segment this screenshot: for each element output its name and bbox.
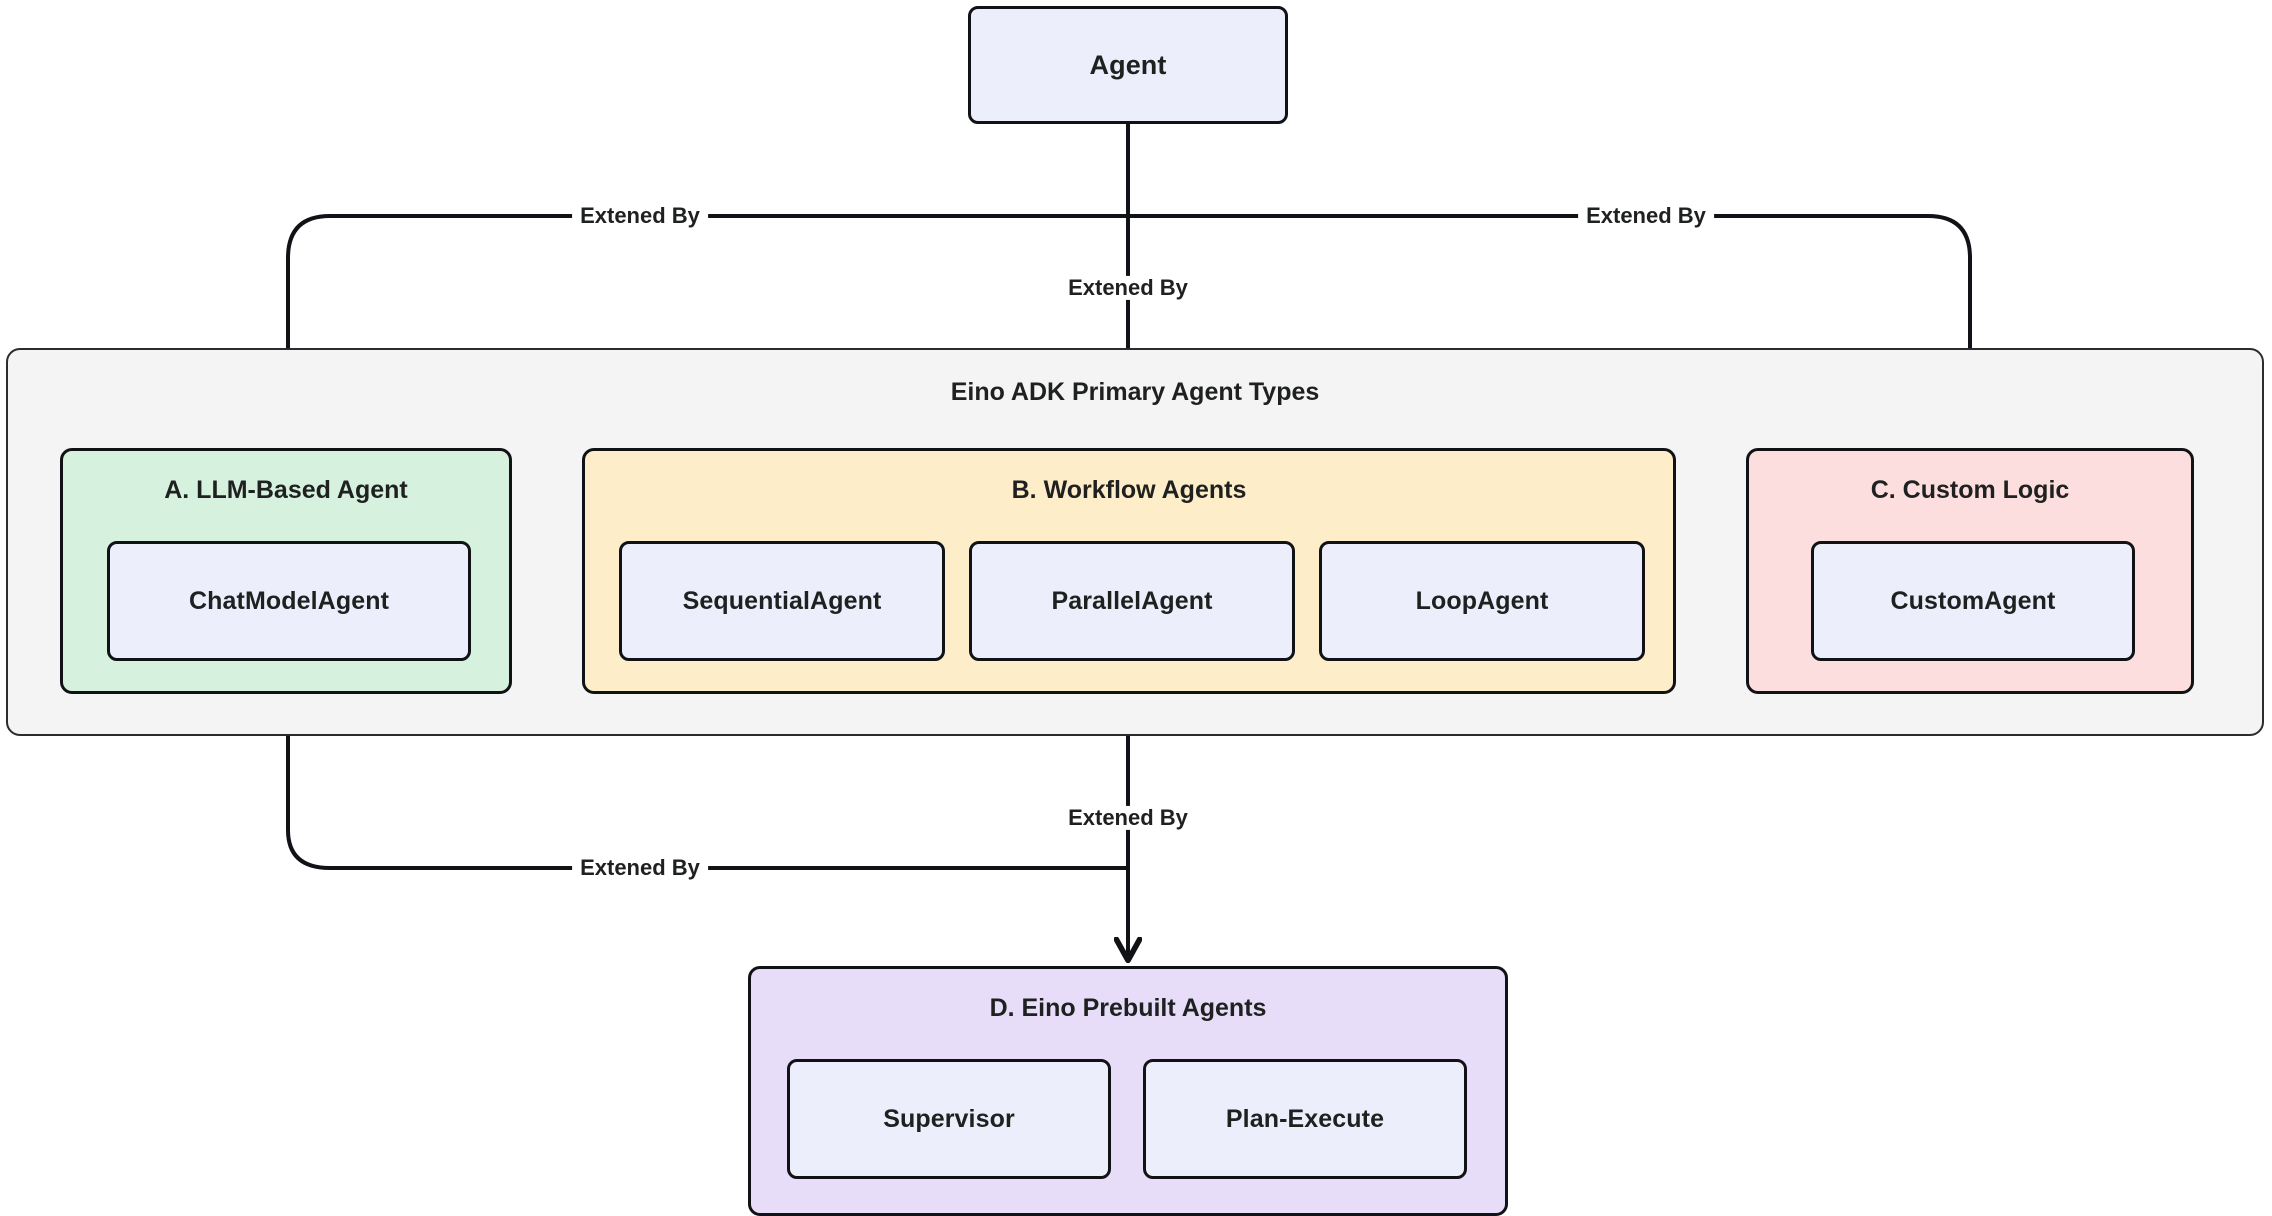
- node-sequentialagent-label: SequentialAgent: [682, 586, 882, 615]
- group-custom-logic: C. Custom Logic CustomAgent: [1746, 448, 2194, 694]
- frame-title: Eino ADK Primary Agent Types: [950, 378, 1320, 406]
- group-workflow-agents: B. Workflow Agents SequentialAgent Paral…: [582, 448, 1676, 694]
- node-sequentialagent[interactable]: SequentialAgent: [619, 541, 945, 661]
- node-chatmodelagent[interactable]: ChatModelAgent: [107, 541, 471, 661]
- node-loopagent[interactable]: LoopAgent: [1319, 541, 1645, 661]
- edge-label-llm-to-prebuilt: Extened By: [572, 855, 708, 881]
- group-custom-logic-title: C. Custom Logic: [1870, 476, 2070, 504]
- node-parallelagent-label: ParallelAgent: [1051, 586, 1213, 615]
- node-customagent-label: CustomAgent: [1890, 586, 2056, 615]
- group-llm-based-agent: A. LLM-Based Agent ChatModelAgent: [60, 448, 512, 694]
- edge-label-agent-to-llm: Extened By: [572, 203, 708, 229]
- node-chatmodelagent-label: ChatModelAgent: [189, 586, 389, 615]
- node-supervisor[interactable]: Supervisor: [787, 1059, 1111, 1179]
- node-loopagent-label: LoopAgent: [1415, 586, 1549, 615]
- node-agent-label: Agent: [1089, 49, 1167, 80]
- node-plan-execute-label: Plan-Execute: [1225, 1104, 1385, 1133]
- node-plan-execute[interactable]: Plan-Execute: [1143, 1059, 1467, 1179]
- edge-label-agent-to-custom: Extened By: [1578, 203, 1714, 229]
- group-eino-prebuilt-agents-title: D. Eino Prebuilt Agents: [989, 994, 1267, 1022]
- node-agent[interactable]: Agent: [968, 6, 1288, 124]
- group-workflow-agents-title: B. Workflow Agents: [1011, 476, 1247, 504]
- node-parallelagent[interactable]: ParallelAgent: [969, 541, 1295, 661]
- node-customagent[interactable]: CustomAgent: [1811, 541, 2135, 661]
- edge-label-agent-to-workflow: Extened By: [1060, 275, 1196, 301]
- node-supervisor-label: Supervisor: [883, 1104, 1015, 1133]
- group-eino-prebuilt-agents: D. Eino Prebuilt Agents Supervisor Plan-…: [748, 966, 1508, 1216]
- group-llm-based-agent-title: A. LLM-Based Agent: [164, 476, 408, 504]
- edge-label-workflow-to-prebuilt: Extened By: [1060, 805, 1196, 831]
